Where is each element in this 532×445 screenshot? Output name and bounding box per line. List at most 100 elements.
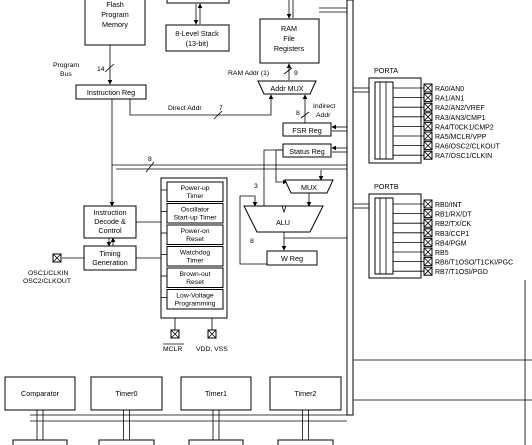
portb-pin-4-label: RB4/PGM bbox=[435, 240, 467, 247]
ram-bus-connection bbox=[286, 0, 347, 19]
peripheral-2-label: Timer1 bbox=[205, 389, 227, 398]
porta-title: PORTA bbox=[374, 66, 398, 75]
timing-generation: Timing Generation bbox=[62, 245, 161, 271]
flash-line-1: Flash bbox=[106, 0, 124, 9]
portb-pin-2: RB2/TX/CK bbox=[393, 218, 472, 228]
porta-pin-2: RA2/AN2/VREF bbox=[393, 102, 485, 112]
mux-inputs: 3 bbox=[254, 170, 324, 207]
portb-title: PORTB bbox=[374, 182, 399, 191]
portb-pin-7: RB7/T1OSI/PGD bbox=[393, 266, 488, 276]
indirect-addr-wire: Indirect Addr 8 bbox=[296, 94, 335, 123]
alu-in-width: 3 bbox=[254, 183, 258, 190]
portb-pin-6: RB6/T1OSO/T1CKI/PGC bbox=[393, 257, 513, 267]
reset-cell-3-line-1: Timer bbox=[186, 258, 204, 265]
porta-pin-6-label: RA6/OSC2/CLKOUT bbox=[435, 144, 501, 151]
timing-line-1: Timing bbox=[99, 249, 120, 258]
porta-pin-4-label: RA4/T0CK1/CMP2 bbox=[435, 124, 494, 131]
decode-bus-width: 8 bbox=[148, 156, 152, 163]
osc1-pin-label: OSC1/CLKIN bbox=[28, 270, 69, 277]
mclr-pin-group: MCLR bbox=[163, 318, 184, 353]
ram-file-registers: RAM File Registers bbox=[259, 18, 320, 64]
flash-line-2: Program bbox=[101, 10, 129, 19]
ram-line-3: Registers bbox=[274, 44, 305, 53]
porta-pin-2-label: RA2/AN2/VREF bbox=[435, 105, 485, 112]
portb-pin-0-label: RB0/INT bbox=[435, 202, 463, 209]
stack-line-2: (13-bit) bbox=[186, 39, 209, 48]
flash-line-3: Memory bbox=[102, 20, 128, 29]
osc2-pin-label: OSC2/CLKOUT bbox=[23, 278, 71, 285]
status-reg: Status Reg bbox=[282, 143, 332, 158]
portb-pin-7-label: RB7/T1OSI/PGD bbox=[435, 269, 488, 276]
porta-pin-5: RA5/MCLR/VPP bbox=[393, 131, 487, 141]
direct-addr-width: 7 bbox=[219, 105, 223, 112]
indirect-addr-line-2: Addr bbox=[316, 112, 331, 119]
porta-pin-6: RA6/OSC2/CLKOUT bbox=[393, 141, 501, 151]
peripheral-2: Timer1 bbox=[180, 376, 252, 445]
osc-pin-group: OSC1/CLKIN OSC2/CLKOUT bbox=[23, 253, 71, 285]
porta-pin-0-label: RA0/AN0 bbox=[435, 86, 464, 93]
fsr-reg-label: FSR Reg bbox=[292, 126, 322, 135]
portb-pin-1-label: RB1/RX/DT bbox=[435, 212, 472, 219]
alu-block: ALU bbox=[243, 205, 324, 233]
porta-pin-5-label: RA5/MCLR/VPP bbox=[435, 134, 487, 141]
ram-addr-wire: RAM Addr (1) 9 bbox=[228, 63, 298, 80]
program-bus-width: 14 bbox=[97, 66, 105, 73]
ram-addr-width: 9 bbox=[294, 70, 298, 77]
porta-pin-1: RA1/AN1 bbox=[393, 93, 464, 103]
program-bus-wire: 14 Program Bus bbox=[53, 45, 115, 85]
program-bus-label-1: Program bbox=[53, 62, 79, 69]
decode-line-2: Decode & bbox=[94, 217, 126, 226]
program-bus-label-2: Bus bbox=[60, 71, 72, 78]
ram-line-2: File bbox=[283, 34, 295, 43]
mux-label: MUX bbox=[301, 183, 317, 192]
portb-pin-1: RB1/RX/DT bbox=[393, 209, 472, 219]
reset-cell-2-line-0: Power-on bbox=[180, 228, 209, 235]
portb-pin-3: RB3/CCP1 bbox=[393, 228, 469, 238]
program-counter-block bbox=[166, 0, 230, 4]
peripheral-0-label: Comparator bbox=[21, 389, 60, 398]
decode-line-1: Instruction bbox=[93, 208, 126, 217]
addr-mux-label: Addr MUX bbox=[270, 84, 303, 93]
direct-addr-wire: Direct Addr 7 bbox=[129, 94, 274, 120]
timing-line-2: Generation bbox=[92, 258, 128, 267]
reset-cell-5-line-0: Low-Voltage bbox=[176, 293, 214, 300]
reset-cell-2-line-1: Reset bbox=[186, 236, 204, 243]
decode-line-3: Control bbox=[98, 226, 122, 235]
porta-pin-3: RA3/AN3/CMP1 bbox=[393, 112, 486, 122]
peripheral-3: Timer2 bbox=[269, 376, 342, 445]
portb-pin-6-label: RB6/T1OSO/T1CKI/PGC bbox=[435, 260, 513, 267]
peripheral-3-label: Timer2 bbox=[294, 389, 316, 398]
alu-label: ALU bbox=[276, 218, 290, 227]
reset-cell-1-line-0: Oscillator bbox=[181, 207, 210, 214]
status-reg-label: Status Reg bbox=[289, 147, 325, 156]
reset-cell-3-line-0: Watchdog bbox=[180, 250, 211, 257]
portb-pin-3-label: RB3/CCP1 bbox=[435, 231, 469, 238]
reset-cell-4-line-0: Brown-out bbox=[180, 271, 211, 278]
indirect-addr-line-1: Indirect bbox=[313, 103, 335, 110]
stack-block: 8-Level Stack (13-bit) bbox=[165, 24, 230, 52]
reset-cell-1-line-1: Start-up Timer bbox=[173, 215, 217, 222]
mclr-label: MCLR bbox=[163, 346, 182, 353]
data-bus bbox=[346, 0, 354, 416]
fsr-bus-arrows bbox=[331, 124, 347, 132]
direct-addr-label: Direct Addr bbox=[168, 105, 202, 112]
right-edge-wires bbox=[353, 280, 532, 445]
reset-cell-4-line-1: Reset bbox=[186, 279, 204, 286]
instruction-reg: Instruction Reg bbox=[75, 84, 147, 100]
vdd-vss-label: VDD, VSS bbox=[196, 346, 228, 353]
porta-group: PORTA bbox=[353, 66, 422, 164]
stack-to-pc-arrows bbox=[193, 3, 203, 25]
ram-line-1: RAM bbox=[281, 24, 297, 33]
decode-to-timers bbox=[106, 221, 161, 247]
w-reg-label: W Reg bbox=[281, 254, 303, 263]
peripheral-0: Comparator bbox=[4, 376, 76, 445]
alu-output-wires: 8 bbox=[239, 195, 347, 265]
peripheral-1: Timer0 bbox=[90, 376, 163, 445]
porta-pin-3-label: RA3/AN3/CMP1 bbox=[435, 115, 486, 122]
